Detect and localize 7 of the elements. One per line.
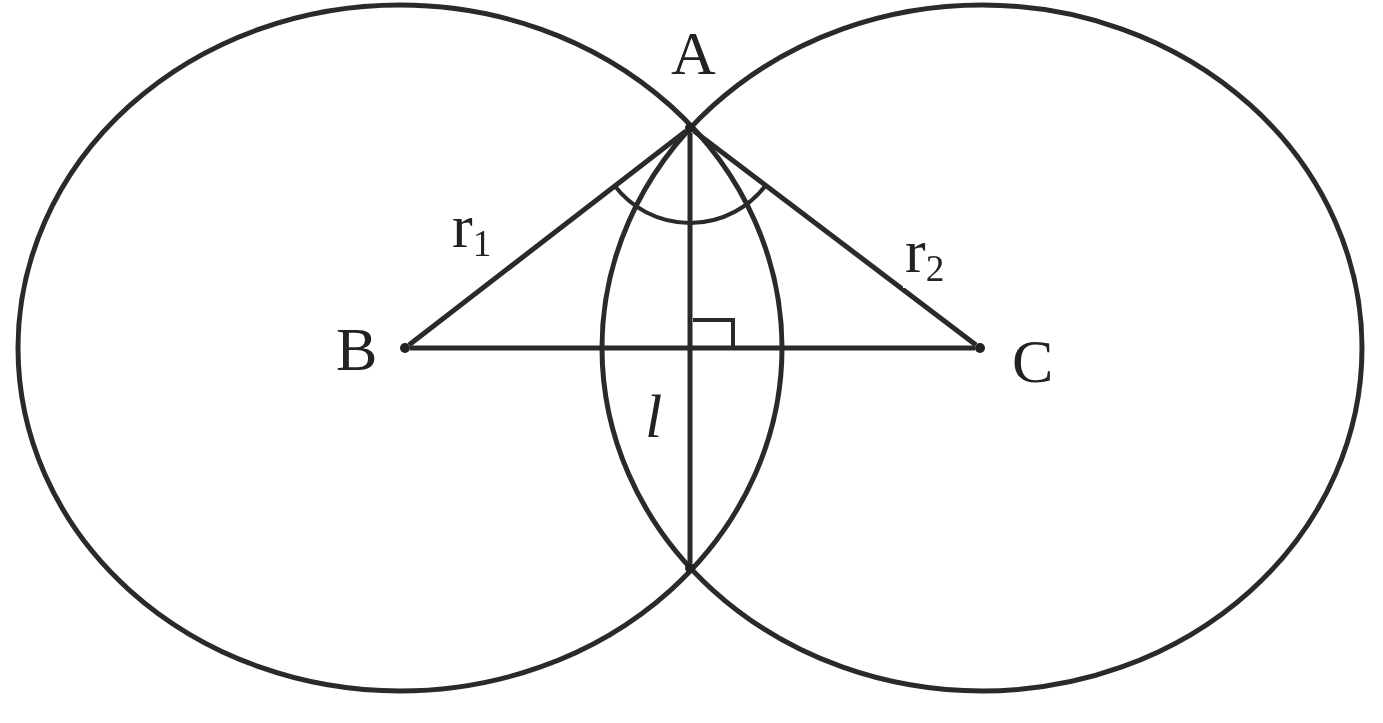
line-segment <box>410 345 975 351</box>
point <box>975 343 985 353</box>
line-segment <box>407 129 688 347</box>
point <box>400 343 410 353</box>
point <box>685 563 695 573</box>
point <box>685 123 695 133</box>
line-segment <box>692 129 978 347</box>
